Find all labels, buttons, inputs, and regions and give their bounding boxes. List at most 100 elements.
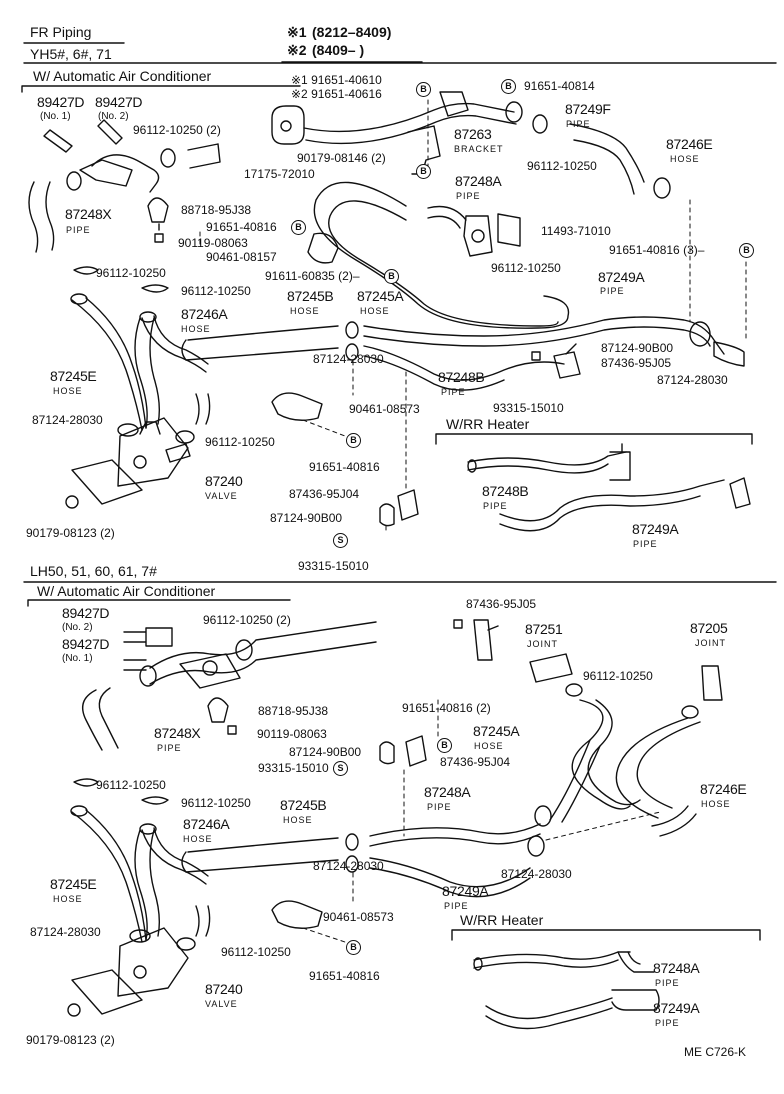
part-label: JOINT bbox=[695, 638, 726, 648]
part-label: 96112-10250 bbox=[491, 261, 561, 275]
part-label: PIPE bbox=[633, 539, 658, 549]
part-label: HOSE bbox=[181, 324, 211, 334]
part-label: HOSE bbox=[53, 894, 83, 904]
marker-b: B bbox=[739, 243, 754, 258]
part-label: 87246A bbox=[181, 306, 228, 322]
part-label: 87246E bbox=[666, 136, 713, 152]
part-label: HOSE bbox=[670, 154, 700, 164]
part-label: 91651-40816 bbox=[206, 220, 277, 234]
part-label: BRACKET bbox=[454, 144, 504, 154]
part-label: HOSE bbox=[283, 815, 313, 825]
part-label: 96112-10250 bbox=[181, 284, 251, 298]
part-label: 87248X bbox=[154, 725, 201, 741]
marker-s: S bbox=[333, 533, 348, 548]
section-title: FR Piping bbox=[30, 24, 92, 40]
part-label: 87124-90B00 bbox=[270, 511, 343, 525]
part-label: 90119-08063 bbox=[257, 727, 327, 741]
part-label: 93315-15010 bbox=[298, 559, 369, 573]
part-label: PIPE bbox=[655, 1018, 680, 1028]
part-label: 88718-95J38 bbox=[181, 203, 252, 217]
part-label: PIPE bbox=[441, 387, 466, 397]
part-label: 17175-72010 bbox=[244, 167, 315, 181]
part-label: PIPE bbox=[456, 191, 481, 201]
part-label: 90461-08573 bbox=[349, 402, 420, 416]
part-label: 87205 bbox=[690, 620, 728, 636]
lower-rr-title: W/RR Heater bbox=[460, 912, 544, 928]
part-label: 90179-08146 (2) bbox=[297, 151, 386, 165]
upper-rr-title: W/RR Heater bbox=[446, 416, 530, 432]
part-label: 89427D bbox=[37, 94, 85, 110]
part-label: 90179-08123 (2) bbox=[26, 526, 115, 540]
part-label: 87124-28030 bbox=[313, 859, 384, 873]
part-label: 87248B bbox=[482, 483, 529, 499]
part-label: 87249F bbox=[565, 101, 611, 117]
part-label: 87251 bbox=[525, 621, 563, 637]
code1-range: (8212–8409) bbox=[312, 24, 392, 40]
part-label: PIPE bbox=[66, 225, 91, 235]
part-label: 87124-28030 bbox=[313, 352, 384, 366]
part-label: 96112-10250 (2) bbox=[203, 613, 291, 627]
part-label: 93315-15010 bbox=[258, 761, 329, 775]
part-label: 96112-10250 bbox=[221, 945, 291, 959]
part-label: 91651-40816 bbox=[309, 460, 380, 474]
part-label: 87249A bbox=[653, 1000, 700, 1016]
part-label: 87248B bbox=[438, 369, 485, 385]
model-range: YH5#, 6#, 71 bbox=[30, 46, 112, 62]
part-label: PIPE bbox=[427, 802, 452, 812]
part-label: 87245A bbox=[357, 288, 404, 304]
part-label: 87436-95J04 bbox=[440, 755, 511, 769]
part-label: 87245B bbox=[280, 797, 327, 813]
part-label: 87245A bbox=[473, 723, 520, 739]
part-label: 96112-10250 bbox=[181, 796, 251, 810]
marker-b: B bbox=[416, 82, 431, 97]
part-label: 87248X bbox=[65, 206, 112, 222]
marker-b: B bbox=[291, 220, 306, 235]
part-label: 87245E bbox=[50, 368, 97, 384]
part-label: 91651-40816 bbox=[309, 969, 380, 983]
part-label: 87436-95J05 bbox=[466, 597, 537, 611]
part-label: 87124-28030 bbox=[657, 373, 728, 387]
part-label: VALVE bbox=[205, 999, 238, 1009]
part-label: 96112-10250 bbox=[527, 159, 597, 173]
part-label: 89427D bbox=[95, 94, 143, 110]
part-label: 91611-60835 (2)– bbox=[265, 269, 360, 283]
part-label: 93315-15010 bbox=[493, 401, 564, 415]
part-label: PIPE bbox=[157, 743, 182, 753]
part-label: 87249A bbox=[442, 883, 489, 899]
part-label: 87124-28030 bbox=[501, 867, 572, 881]
part-label: 87246A bbox=[183, 816, 230, 832]
part-label: VALVE bbox=[205, 491, 238, 501]
part-label: 87436-95J05 bbox=[601, 356, 672, 370]
part-label: 87124-28030 bbox=[30, 925, 101, 939]
diagram-code: ME C726-K bbox=[684, 1045, 747, 1059]
part-label: 96112-10250 (2) bbox=[133, 123, 221, 137]
part-label: 87124-90B00 bbox=[601, 341, 674, 355]
part-label: HOSE bbox=[290, 306, 320, 316]
part-label: 89427D bbox=[62, 636, 110, 652]
part-label: 90119-08063 bbox=[178, 236, 248, 250]
part-label: 96112-10250 bbox=[96, 778, 166, 792]
marker-b: B bbox=[416, 164, 431, 179]
part-label: 88718-95J38 bbox=[258, 704, 329, 718]
part-label: 87246E bbox=[700, 781, 747, 797]
part-label: 87436-95J04 bbox=[289, 487, 360, 501]
marker-b: B bbox=[501, 79, 516, 94]
part-label: (No. 1) bbox=[62, 653, 93, 664]
part-label: 87248A bbox=[455, 173, 502, 189]
part-label: JOINT bbox=[527, 639, 558, 649]
part-label: HOSE bbox=[53, 386, 83, 396]
marker-b: B bbox=[346, 940, 361, 955]
marker-s: S bbox=[333, 761, 348, 776]
part-label: HOSE bbox=[474, 741, 504, 751]
part-label: 91651-40816 (2) bbox=[402, 701, 491, 715]
part-label: 96112-10250 bbox=[583, 669, 653, 683]
part-label: 87124-28030 bbox=[32, 413, 103, 427]
part-label: 87245E bbox=[50, 876, 97, 892]
part-label: 87248A bbox=[653, 960, 700, 976]
lower-group-title: W/ Automatic Air Conditioner bbox=[37, 583, 216, 599]
part-label: 87248A bbox=[424, 784, 471, 800]
part-label: HOSE bbox=[701, 799, 731, 809]
lower-model-range: LH50, 51, 60, 61, 7# bbox=[30, 563, 157, 579]
part-label: (No. 1) bbox=[40, 111, 71, 122]
